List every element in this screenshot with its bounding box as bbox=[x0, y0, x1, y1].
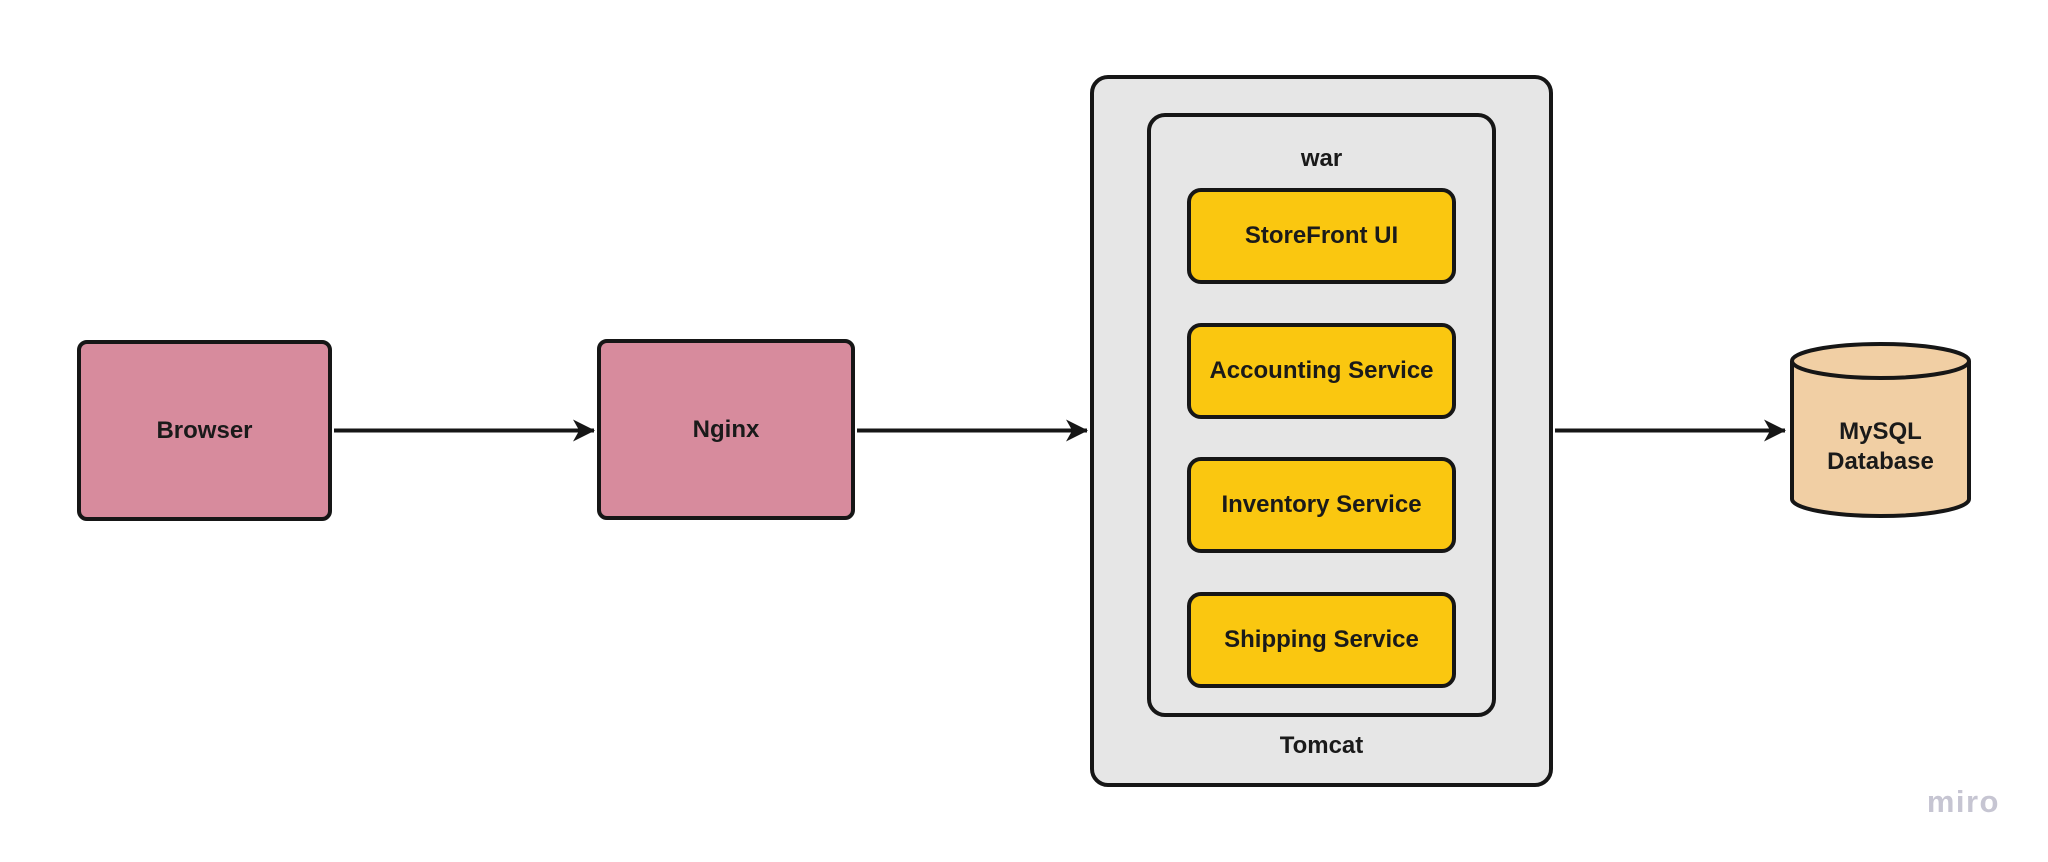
database-cylinder-icon bbox=[1790, 342, 1971, 518]
accounting-service-label: Accounting Service bbox=[1209, 357, 1434, 384]
accounting-service-node[interactable]: Accounting Service bbox=[1187, 323, 1456, 419]
war-container[interactable]: war StoreFront UI Accounting Service Inv… bbox=[1147, 113, 1496, 717]
tomcat-container[interactable]: war StoreFront UI Accounting Service Inv… bbox=[1090, 75, 1553, 787]
tomcat-container-label: Tomcat bbox=[1279, 732, 1364, 759]
mysql-database-label-line1: MySQL bbox=[1839, 418, 1922, 445]
mysql-database-label: MySQL Database bbox=[1788, 374, 1973, 520]
nginx-node[interactable]: Nginx bbox=[597, 339, 855, 520]
mysql-database-label-line2: Database bbox=[1827, 448, 1934, 475]
browser-node[interactable]: Browser bbox=[77, 340, 332, 521]
shipping-service-label: Shipping Service bbox=[1224, 626, 1419, 653]
war-container-label: war bbox=[1300, 145, 1343, 172]
miro-logo: miro bbox=[1926, 784, 2000, 819]
nginx-node-label: Nginx bbox=[692, 415, 760, 443]
storefront-ui-node[interactable]: StoreFront UI bbox=[1187, 188, 1456, 284]
storefront-ui-label: StoreFront UI bbox=[1244, 222, 1399, 249]
browser-node-label: Browser bbox=[156, 416, 253, 444]
shipping-service-node[interactable]: Shipping Service bbox=[1187, 592, 1456, 688]
inventory-service-label: Inventory Service bbox=[1221, 491, 1422, 518]
mysql-database-node[interactable]: MySQL Database bbox=[1788, 340, 1973, 520]
inventory-service-node[interactable]: Inventory Service bbox=[1187, 457, 1456, 553]
